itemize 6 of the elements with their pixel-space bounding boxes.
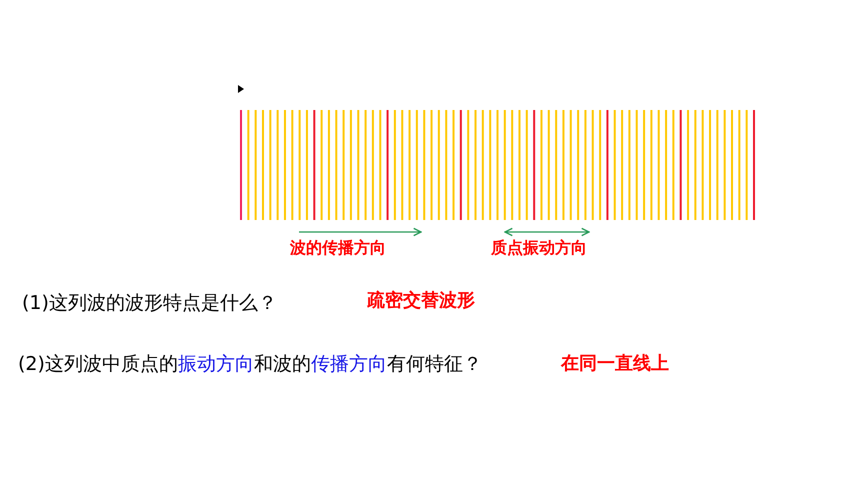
answer-text: 在同一直线上	[561, 353, 669, 375]
question-text: (2)这列波中质点的振动方向和波的传播方向有何特征？	[18, 353, 482, 376]
answer-text: 疏密交替波形	[367, 290, 475, 312]
direction-caption: 质点振动方向	[491, 238, 587, 258]
question-text: (1)这列波的波形特点是什么？	[22, 292, 277, 315]
direction-caption: 波的传播方向	[290, 238, 386, 258]
